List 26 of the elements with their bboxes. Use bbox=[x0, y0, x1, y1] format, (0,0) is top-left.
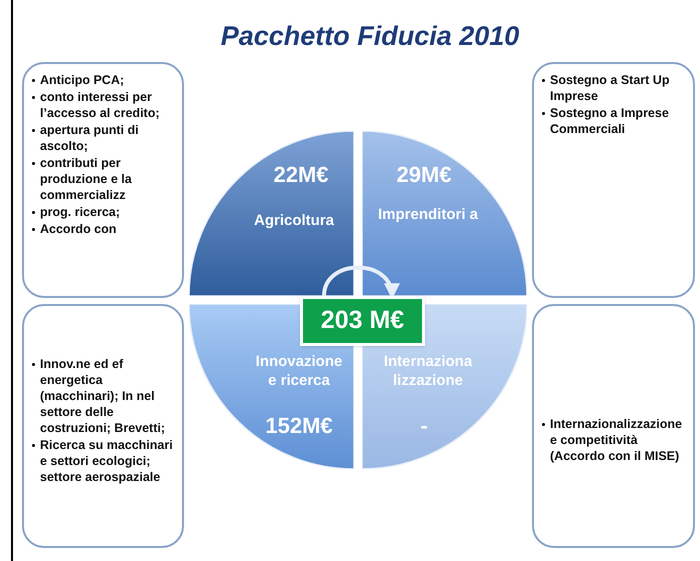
bullet-text: Sostegno a Start Up Imprese bbox=[550, 72, 670, 104]
sector-label: Agricoltura bbox=[252, 211, 335, 230]
sector-label: Internaziona lizzazione bbox=[382, 352, 474, 390]
sector-label: Imprenditori a bbox=[376, 205, 479, 224]
text-panel bbox=[22, 62, 184, 298]
bullet-text: prog. ricerca; bbox=[40, 204, 120, 220]
bullet-text: Anticipo PCA; bbox=[40, 72, 124, 88]
amount-value: 152M€ bbox=[264, 412, 334, 440]
pie-quadrant bbox=[362, 131, 527, 296]
amount-value: 22M€ bbox=[272, 161, 330, 189]
amount-value: - bbox=[419, 412, 429, 440]
bullet-text: conto interessi per l’accesso al credito; bbox=[40, 89, 161, 121]
bullet-text: Internazionalizzazione e competitività (Accordo con il MISE) bbox=[550, 416, 683, 464]
amount-value: 29M€ bbox=[395, 161, 453, 189]
total-badge: 203 M€ bbox=[300, 296, 425, 346]
text-panel bbox=[22, 304, 184, 548]
bullet-text: Ricerca su macchinari e settori ecologici; settore aerospaziale bbox=[40, 437, 174, 485]
bullet-text: apertura punti di ascolto; bbox=[40, 122, 140, 154]
text-panel bbox=[532, 304, 695, 548]
sector-label: Innovazione e ricerca bbox=[254, 352, 344, 390]
pie-quadrant bbox=[189, 131, 354, 296]
text-panel bbox=[532, 62, 695, 298]
bullet-text: Sostegno a Imprese Commerciali bbox=[550, 105, 670, 137]
diagram-title: Pacchetto Fiducia 2010 bbox=[220, 20, 520, 53]
bullet-text: Accordo con bbox=[40, 221, 116, 237]
bullet-text: Innov.ne ed ef energetica (macchinari); In nel settore delle costruzioni; Brevetti; bbox=[40, 356, 166, 436]
